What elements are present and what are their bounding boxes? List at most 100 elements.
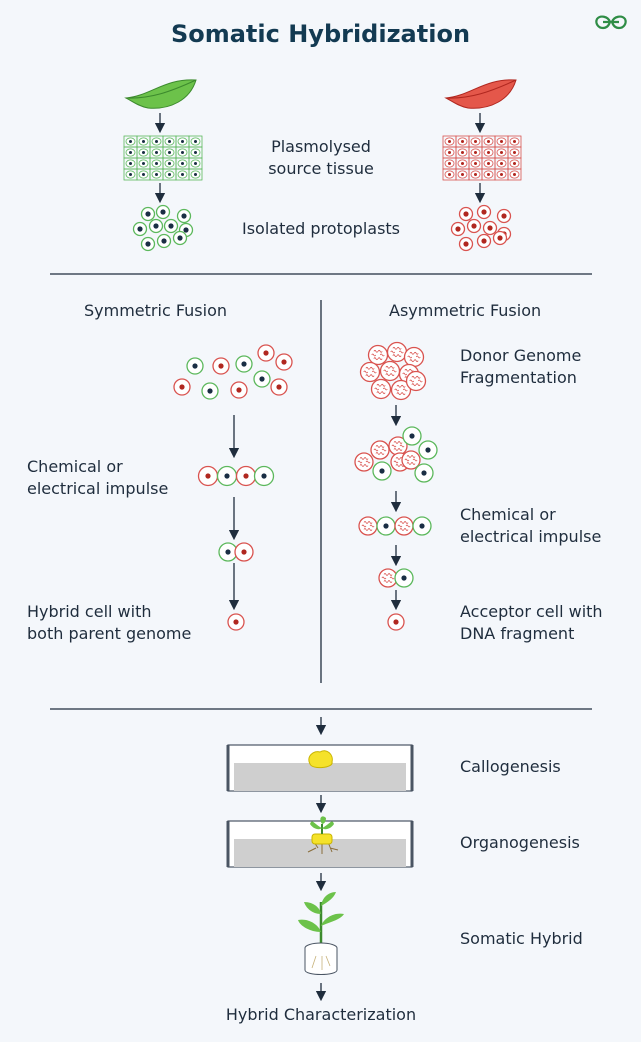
fragmented-protoplast (386, 341, 408, 363)
tissue-nucleus (168, 162, 171, 165)
organogenesis-label: Organogenesis (460, 833, 580, 852)
tissue-nucleus (194, 140, 197, 143)
green-protoplast (132, 221, 148, 237)
dna-fragment (357, 460, 363, 464)
nucleus (421, 470, 427, 476)
red-protoplast (270, 378, 288, 396)
green-protoplast (414, 463, 434, 483)
red-leaf-icon (444, 79, 517, 109)
tissue-nucleus (500, 151, 503, 154)
cell-wall (367, 344, 389, 366)
dna-fragment (393, 460, 399, 464)
tissue-nucleus (487, 162, 490, 165)
dna-fragment (377, 357, 383, 361)
nucleus (276, 384, 282, 390)
tissue-nucleus (142, 173, 145, 176)
hybrid-cell-label: Hybrid cell with both parent genome (27, 601, 191, 645)
plasmolysed-label: Plasmolysed source tissue (242, 136, 400, 180)
nucleus (241, 361, 247, 367)
tissue-nucleus (155, 162, 158, 165)
dna-fragment (376, 383, 382, 387)
red-protoplast (230, 381, 248, 399)
dna-fragment (363, 464, 369, 467)
plasmolysed-line-2: source tissue (268, 159, 374, 178)
dna-fragment (415, 375, 421, 379)
nucleus (241, 549, 247, 555)
nucleus (192, 363, 198, 369)
dna-fragment (382, 387, 388, 391)
tissue-nucleus (129, 162, 132, 165)
cell-wall (378, 568, 398, 588)
nucleus (401, 575, 407, 581)
dna-fragment (373, 357, 379, 361)
dna-fragment (408, 368, 414, 372)
fragmented-protoplast (367, 344, 389, 366)
plant-pot-icon (298, 892, 344, 975)
cell-wall (359, 361, 381, 383)
green-protoplast (148, 218, 164, 234)
nucleus (471, 223, 477, 229)
red-protoplast (492, 230, 508, 246)
dna-fragment (383, 369, 389, 373)
donor-line-2: Fragmentation (460, 368, 577, 387)
tissue-nucleus (142, 162, 145, 165)
fragmented-protoplast (359, 361, 381, 383)
green-leaf-icon (124, 79, 197, 109)
hybrid-characterization-label: Hybrid Characterization (225, 1005, 417, 1024)
dna-fragment (367, 528, 373, 531)
red-protoplast (235, 465, 257, 487)
nucleus (236, 387, 242, 393)
dna-fragment (385, 373, 391, 377)
dna-fragment (369, 374, 375, 378)
dna-fragment (411, 383, 417, 387)
tissue-nucleus (181, 151, 184, 154)
tissue-cell-wall (188, 168, 203, 181)
nucleus (281, 359, 287, 365)
cell-wall (403, 346, 425, 368)
dna-fragment (399, 521, 405, 524)
green-protoplast (155, 204, 171, 220)
cell-wall (390, 379, 412, 401)
green-protoplast (140, 236, 156, 252)
fragmented-protoplast (370, 440, 390, 460)
acceptor-cell-label: Acceptor cell with DNA fragment (460, 601, 603, 645)
green-protoplast (412, 516, 432, 536)
nucleus (153, 223, 159, 229)
dna-fragment (412, 458, 418, 462)
green-protoplast (176, 208, 192, 224)
green-protoplast (156, 233, 172, 249)
tissue-nucleus (142, 151, 145, 154)
nucleus (455, 226, 461, 232)
cell-wall (405, 370, 427, 392)
fragmented-protoplast (354, 452, 374, 472)
tissue-nucleus (181, 140, 184, 143)
red-protoplast (275, 353, 293, 371)
dna-fragment (383, 573, 389, 576)
tissue-nucleus (513, 140, 516, 143)
sym-impulse-label: Chemical or electrical impulse (27, 456, 168, 500)
tissue-nucleus (474, 162, 477, 165)
tissue-nucleus (513, 151, 516, 154)
tissue-nucleus (168, 151, 171, 154)
nucleus (487, 225, 493, 231)
tissue-nucleus (129, 151, 132, 154)
dna-fragment (409, 379, 415, 383)
dna-fragment (373, 448, 379, 452)
nucleus (419, 523, 425, 529)
dna-fragment (415, 355, 421, 359)
petri-dish-icon (226, 744, 414, 792)
dna-fragment (387, 580, 393, 583)
tissue-nucleus (155, 140, 158, 143)
asym-impulse-line-2: electrical impulse (460, 527, 602, 546)
tissue-nucleus (487, 151, 490, 154)
tissue-nucleus (194, 162, 197, 165)
tissue-nucleus (142, 140, 145, 143)
nucleus (207, 388, 213, 394)
dna-fragment (405, 524, 411, 528)
dna-fragment (404, 368, 410, 372)
tissue-nucleus (513, 173, 516, 176)
nucleus (263, 350, 269, 356)
dna-fragment (391, 444, 397, 448)
dna-fragment (400, 392, 406, 396)
